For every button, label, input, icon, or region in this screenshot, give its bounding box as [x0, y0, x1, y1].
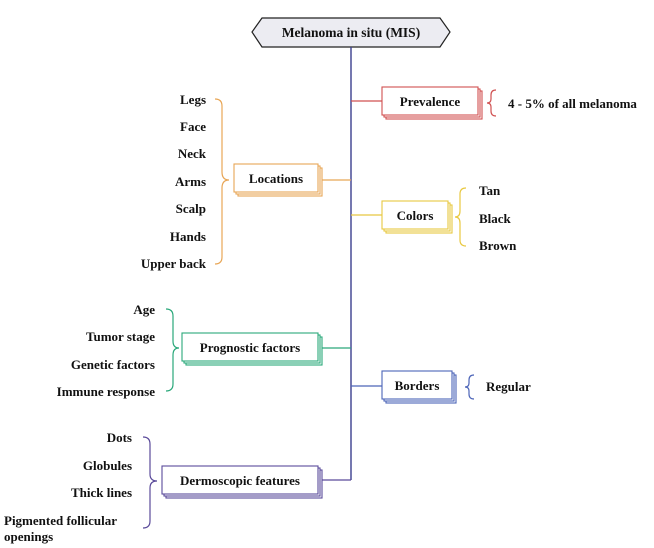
dermoscopic-item: Dots	[106, 430, 132, 445]
prevalence-label: Prevalence	[399, 94, 461, 109]
prevalence-box	[381, 86, 479, 116]
locations-label: Locations	[248, 171, 304, 186]
colors-box	[381, 200, 449, 230]
dermoscopic-item: openings	[4, 529, 54, 544]
prevalence-brace	[486, 89, 497, 117]
dermoscopic-box	[161, 465, 319, 495]
root-node-shape	[251, 17, 451, 48]
colors-brace	[454, 187, 467, 247]
prognostic-brace	[165, 308, 180, 392]
borders-brace	[464, 374, 475, 400]
locations-item: Hands	[169, 229, 206, 244]
locations-item: Neck	[177, 146, 206, 161]
prognostic-item: Immune response	[56, 384, 155, 399]
prevalence-item: 4 - 5% of all melanoma	[508, 96, 637, 111]
locations-item: Face	[180, 119, 206, 134]
dermoscopic-item: Thick lines	[70, 485, 132, 500]
locations-item: Arms	[174, 174, 206, 189]
locations-brace	[214, 98, 230, 265]
locations-item: Scalp	[175, 201, 206, 216]
prognostic-item: Tumor stage	[86, 329, 155, 344]
borders-item: Regular	[486, 379, 531, 394]
locations-item: Upper back	[140, 256, 206, 271]
locations-box	[233, 163, 319, 193]
locations-item: Legs	[180, 92, 206, 107]
prognostic-label: Prognostic factors	[199, 340, 301, 355]
dermoscopic-label: Dermoscopic features	[180, 473, 300, 488]
prognostic-item: Genetic factors	[70, 357, 155, 372]
dermoscopic-item: Pigmented follicular	[4, 513, 118, 528]
borders-label: Borders	[394, 378, 440, 393]
prognostic-item: Age	[133, 302, 155, 317]
borders-box	[381, 370, 453, 400]
colors-item: Brown	[479, 238, 517, 253]
dermoscopic-brace	[142, 436, 158, 529]
colors-item: Tan	[479, 183, 501, 198]
colors-label: Colors	[396, 208, 434, 223]
root-title: Melanoma in situ (MIS)	[281, 25, 421, 40]
prognostic-box	[181, 332, 319, 362]
dermoscopic-item: Globules	[82, 458, 132, 473]
colors-item: Black	[479, 211, 511, 226]
